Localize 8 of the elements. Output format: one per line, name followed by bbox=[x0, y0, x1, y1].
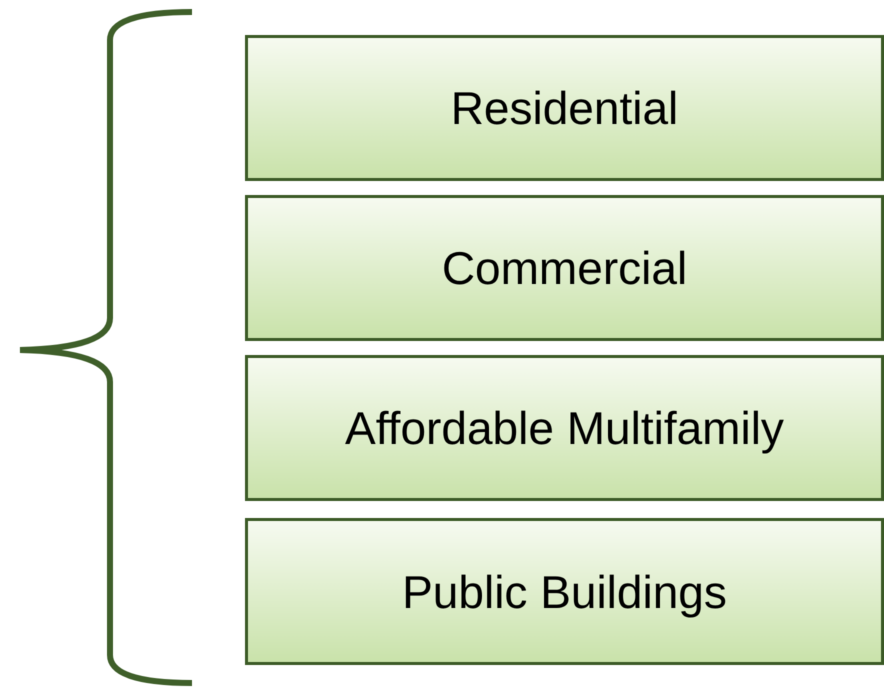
category-box bbox=[245, 518, 884, 665]
category-label: Affordable Multifamily bbox=[345, 401, 784, 455]
category-label: Residential bbox=[450, 81, 678, 135]
category-label: Commercial bbox=[442, 241, 688, 295]
category-box bbox=[245, 195, 884, 341]
category-box bbox=[245, 355, 884, 501]
category-label: Public Buildings bbox=[402, 564, 727, 618]
category-box bbox=[245, 35, 884, 181]
